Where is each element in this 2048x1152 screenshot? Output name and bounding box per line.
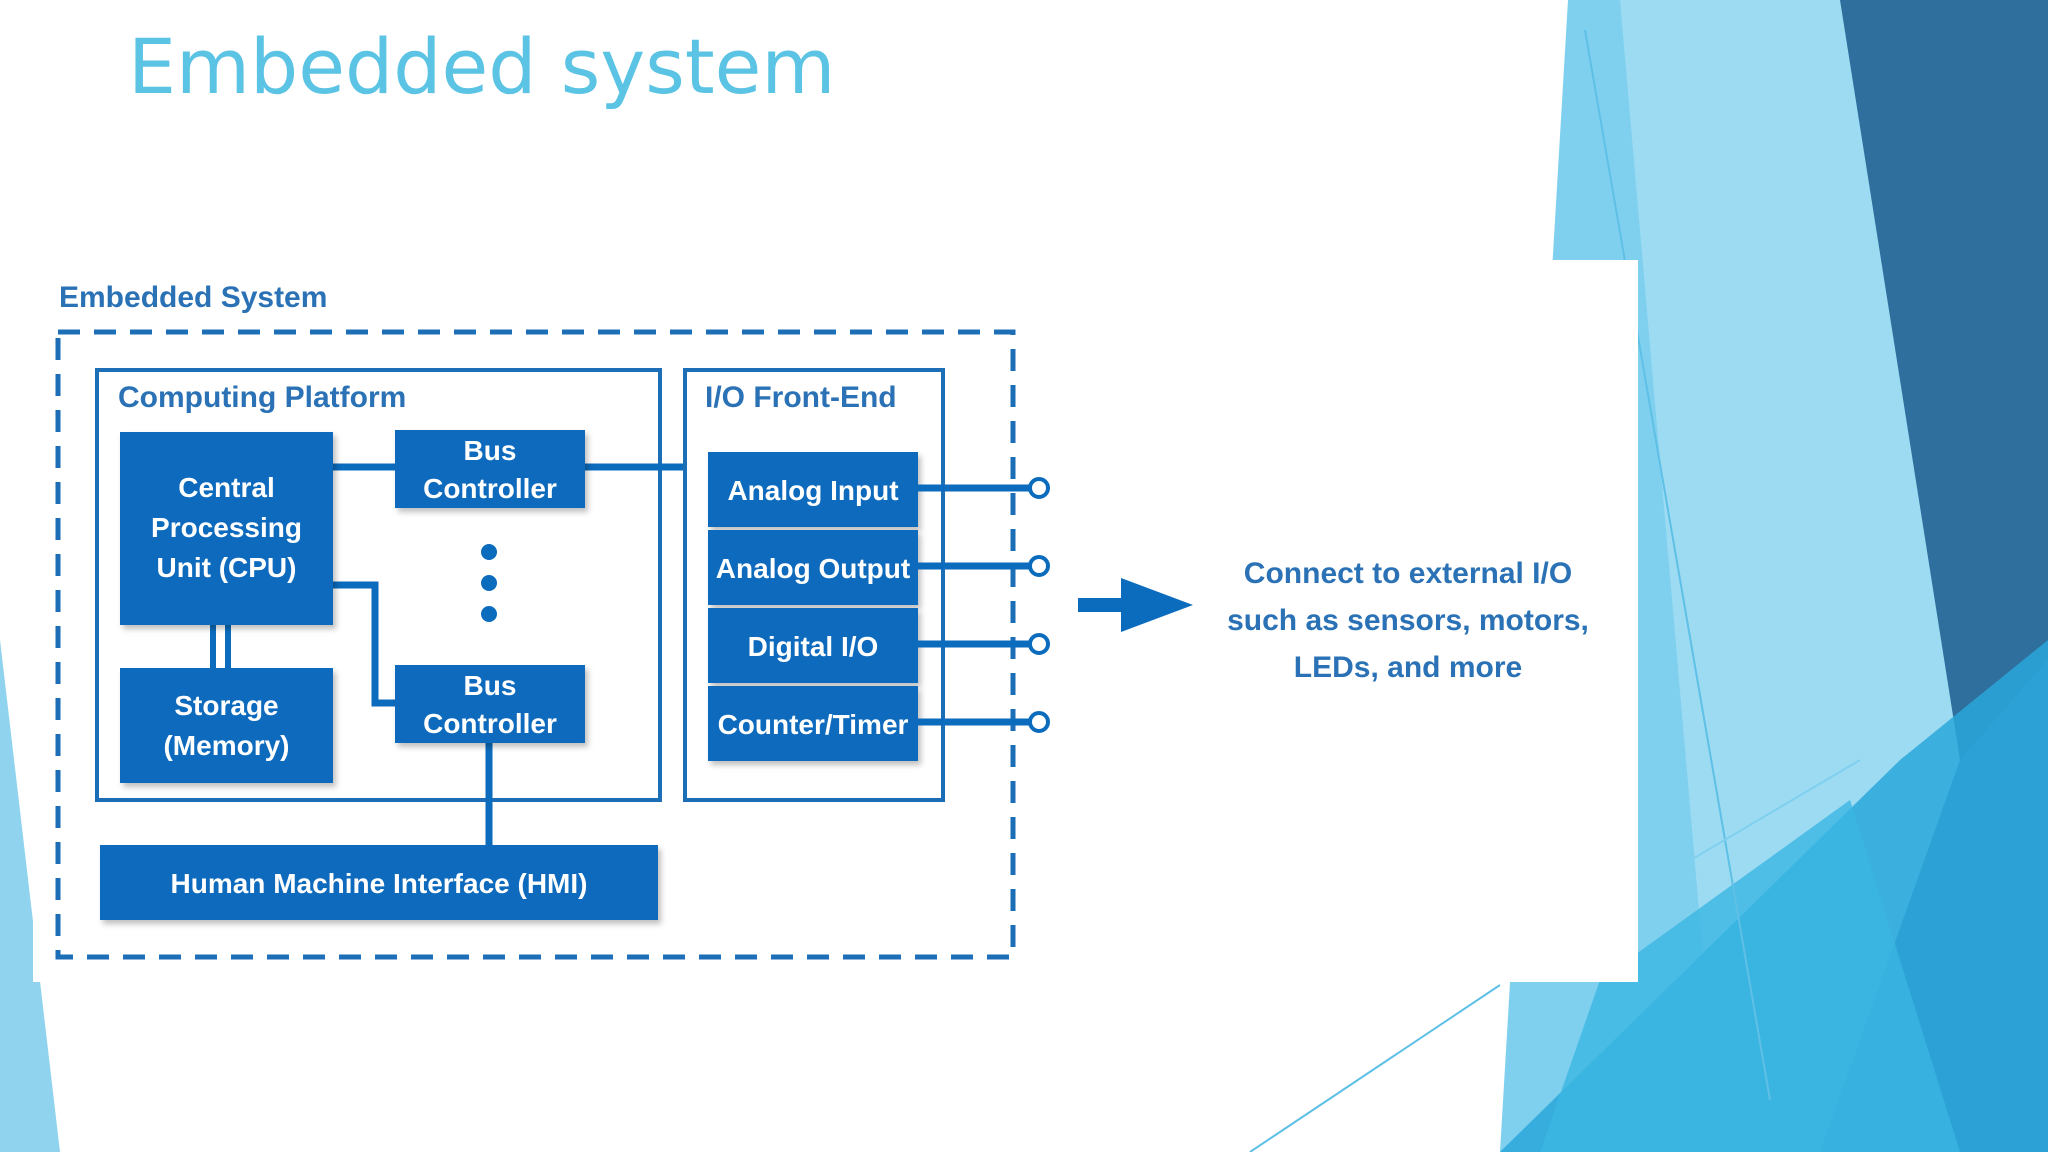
storage-label-line1: Storage [174,690,278,721]
ellipsis-dot-2 [481,575,497,591]
bg-line-2 [1639,759,1861,891]
right-arrow-icon [1078,578,1193,632]
external-note-line2: such as sensors, motors, [1227,604,1589,637]
bg-line-1 [1584,29,1771,1101]
hmi-label: Human Machine Interface (HMI) [171,868,588,899]
embedded-system-diagram: Embedded System Computing Platform Centr… [55,281,1589,960]
io-front-end-box [683,368,945,802]
bg-shape-dark [1840,0,2048,760]
embedded-system-label: Embedded System [59,281,327,314]
io-front-end-label: I/O Front-End [705,381,897,414]
io-item-label: Analog Input [727,475,898,506]
io-items: Analog Input Analog Output Digital I/O C… [708,452,918,761]
storage-label-line2: (Memory) [163,730,289,761]
cpu-label-line3: Unit (CPU) [157,552,297,583]
io-item-label: Digital I/O [748,631,879,662]
io-connector-terminal [1028,633,1050,655]
cpu-bus-link-bottom [333,581,395,707]
io-item-label: Counter/Timer [718,709,909,740]
storage-block [120,668,333,783]
ellipsis-dot-3 [481,606,497,622]
bus-controller-top-line2: Controller [423,473,557,504]
ellipsis-dot-1 [481,544,497,560]
io-item-analog-input [708,452,918,527]
io-connector-terminal [1028,555,1050,577]
cpu-label-line2: Processing [151,512,302,543]
external-note-line1: Connect to external I/O [1244,557,1572,590]
bus-controller-top [395,430,585,508]
cpu-label-line1: Central [178,472,274,503]
io-item-digital-io [708,608,918,683]
computing-platform-box [95,368,662,802]
slide-title: Embedded system [128,22,836,111]
bus-controller-bottom-line1: Bus [464,670,517,701]
io-item-counter-timer [708,686,918,761]
bg-shape-accent [1540,800,1960,1152]
bg-line-3 [1249,984,1501,1152]
bus-controller-top-line1: Bus [464,435,517,466]
io-connector-terminal [1028,711,1050,733]
computing-platform-label: Computing Platform [118,381,406,414]
io-connector-terminal [1028,477,1050,499]
io-connectors [918,477,1050,733]
hmi-block [100,845,658,920]
external-note-line3: LEDs, and more [1294,651,1522,684]
cpu-block [120,432,333,625]
bg-shape-left [0,640,60,1152]
io-item-label: Analog Output [716,553,910,584]
bus-controller-bottom [395,665,585,743]
bus-controller-bottom-line2: Controller [423,708,557,739]
io-item-analog-output [708,530,918,605]
